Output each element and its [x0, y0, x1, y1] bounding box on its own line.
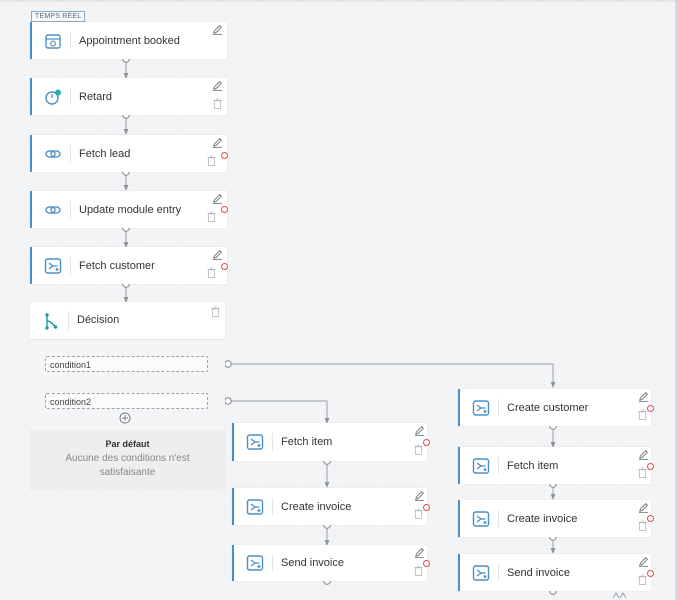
node-label: Fetch item — [281, 436, 333, 448]
edit-icon[interactable] — [212, 80, 223, 91]
error-indicator-icon[interactable] — [647, 570, 654, 577]
node-update-module-entry[interactable]: Update module entry — [30, 191, 227, 228]
node-label: Send invoice — [281, 557, 344, 569]
node-separator — [70, 257, 71, 274]
node-label: Retard — [79, 90, 113, 103]
condition-1-box[interactable]: condition1 — [45, 356, 208, 372]
calendar-icon — [45, 33, 61, 49]
error-indicator-icon[interactable] — [423, 560, 430, 567]
edit-icon[interactable] — [638, 449, 649, 460]
module-icon — [472, 457, 490, 474]
link-icon — [45, 205, 61, 214]
trash-icon[interactable] — [638, 467, 647, 478]
module-icon — [472, 510, 490, 527]
node-separator — [498, 564, 499, 581]
error-indicator-icon[interactable] — [221, 263, 228, 270]
trash-icon[interactable] — [414, 565, 423, 576]
node-separator — [68, 311, 69, 330]
node-label: Fetch customer — [79, 259, 155, 272]
error-indicator-icon[interactable] — [423, 504, 430, 511]
trash-icon[interactable] — [207, 211, 216, 222]
node-create-customer-b1[interactable]: Create customer — [458, 389, 651, 426]
node-label: Fetch lead — [79, 147, 131, 160]
node-create-invoice-b2[interactable]: Create invoice — [232, 488, 427, 525]
edit-icon[interactable] — [212, 137, 223, 148]
node-fetch-item-b1[interactable]: Fetch item — [458, 447, 651, 484]
add-condition-icon[interactable] — [119, 412, 131, 424]
branch-icon — [45, 313, 58, 330]
node-separator — [272, 498, 273, 515]
trash-icon[interactable] — [638, 574, 647, 585]
module-icon — [246, 434, 264, 450]
decision-conditions-panel: condition1 condition2 Par défaut Aucune … — [30, 340, 225, 490]
node-label: Update module entry — [79, 203, 182, 216]
node-label: Create customer — [507, 401, 589, 414]
node-send-invoice-b1[interactable]: Send invoice — [458, 554, 651, 591]
node-separator — [498, 399, 499, 416]
trash-icon[interactable] — [211, 306, 220, 317]
edit-icon[interactable] — [212, 249, 223, 260]
realtime-badge: TEMPS RÉEL — [31, 11, 86, 22]
module-icon — [44, 257, 62, 274]
node-label: Fetch item — [507, 459, 559, 472]
edit-icon[interactable] — [414, 425, 425, 436]
node-decision[interactable]: Décision — [30, 302, 225, 339]
node-send-invoice-b2[interactable]: Send invoice — [232, 545, 427, 581]
node-fetch-customer[interactable]: Fetch customer — [30, 247, 227, 284]
node-create-invoice-b1[interactable]: Create invoice — [458, 500, 651, 537]
default-branch-text: Aucune des conditions n'est satisfaisant… — [65, 453, 190, 478]
canvas-scrollbar[interactable] — [675, 0, 678, 600]
error-indicator-icon[interactable] — [647, 463, 654, 470]
scroll-up-icon[interactable] — [609, 588, 629, 600]
error-indicator-icon[interactable] — [647, 515, 654, 522]
edit-icon[interactable] — [212, 24, 223, 35]
node-label: Send invoice — [507, 566, 570, 579]
module-icon — [246, 498, 264, 515]
node-fetch-item-b2[interactable]: Fetch item — [232, 423, 427, 461]
node-separator — [70, 88, 71, 105]
link-icon — [45, 149, 61, 158]
canvas-top-edge — [0, 0, 678, 2]
node-label: Appointment booked — [79, 34, 180, 47]
error-indicator-icon[interactable] — [647, 405, 654, 412]
node-label: Create invoice — [281, 500, 352, 513]
trash-icon[interactable] — [207, 155, 216, 166]
node-retard[interactable]: Retard — [30, 78, 227, 115]
trash-icon[interactable] — [213, 98, 222, 109]
trash-icon[interactable] — [638, 520, 647, 531]
default-branch-title: Par défaut — [105, 439, 150, 449]
module-icon — [472, 399, 490, 416]
node-separator — [70, 145, 71, 162]
trash-icon[interactable] — [414, 508, 423, 519]
node-separator — [272, 433, 273, 451]
node-label: Create invoice — [507, 512, 578, 525]
edit-icon[interactable] — [638, 556, 649, 567]
edit-icon[interactable] — [414, 490, 425, 501]
error-indicator-icon[interactable] — [221, 206, 228, 213]
default-branch[interactable]: Par défaut Aucune des conditions n'est s… — [30, 430, 225, 490]
timer-icon — [45, 89, 61, 105]
node-fetch-lead[interactable]: Fetch lead — [30, 135, 227, 172]
edit-icon[interactable] — [414, 547, 425, 558]
edit-icon[interactable] — [638, 502, 649, 513]
node-separator — [498, 510, 499, 527]
error-indicator-icon[interactable] — [221, 152, 228, 159]
trash-icon[interactable] — [638, 409, 647, 420]
edit-icon[interactable] — [212, 193, 223, 204]
module-icon — [472, 564, 490, 581]
error-indicator-icon[interactable] — [423, 439, 430, 446]
trash-icon[interactable] — [414, 444, 423, 455]
module-icon — [246, 555, 264, 571]
node-separator — [70, 201, 71, 218]
edit-icon[interactable] — [638, 391, 649, 402]
node-appointment-booked[interactable]: Appointment booked — [30, 22, 227, 59]
node-separator — [272, 555, 273, 571]
trash-icon[interactable] — [207, 267, 216, 278]
condition-2-box[interactable]: condition2 — [45, 393, 208, 409]
node-label: Décision — [77, 314, 120, 326]
node-separator — [70, 32, 71, 49]
node-separator — [498, 457, 499, 474]
